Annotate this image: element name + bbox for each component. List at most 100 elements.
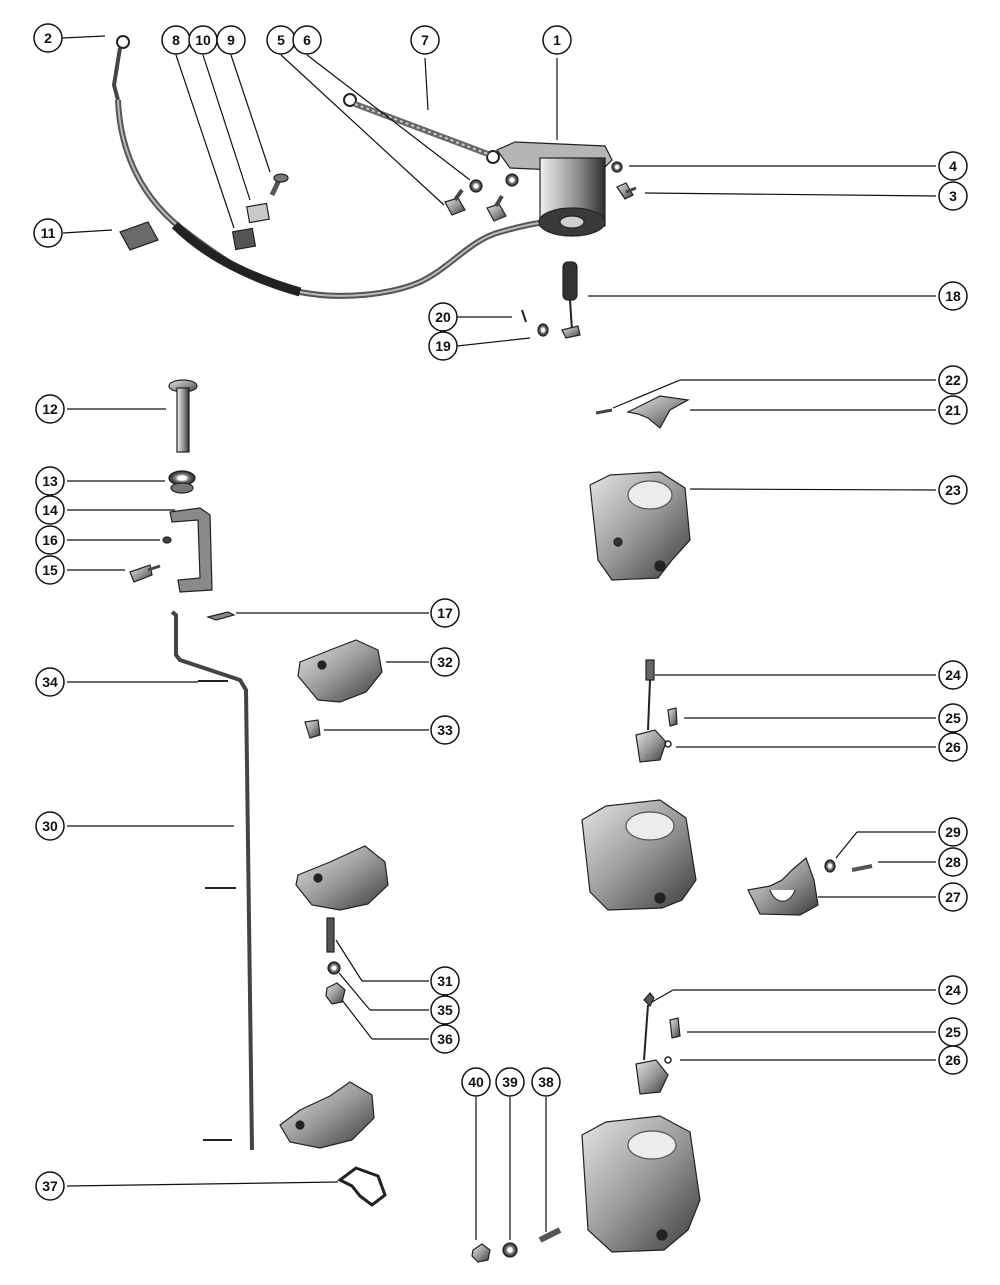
callout-4: 4 (938, 151, 968, 181)
callout-25-upper: 25 (938, 703, 968, 733)
svg-text:9: 9 (227, 32, 235, 48)
pin-12-part (168, 379, 198, 453)
leader-35 (338, 972, 371, 1011)
callout-7: 7 (410, 25, 440, 55)
callout-16: 16 (35, 525, 65, 555)
callout-37: 37 (35, 1171, 65, 1201)
lever-24-25-26-lower-part (635, 992, 681, 1095)
svg-text:25: 25 (945, 710, 961, 726)
svg-text:39: 39 (502, 1074, 518, 1090)
svg-text:11: 11 (41, 225, 56, 241)
callout-31: 31 (430, 966, 460, 996)
callout-23: 23 (938, 475, 968, 505)
callout-10: 10 (188, 25, 218, 55)
leader-22 (612, 379, 681, 409)
leader-23 (689, 488, 937, 491)
clip-37-part (337, 1166, 387, 1207)
callout-26-upper: 26 (938, 732, 968, 762)
callout-24-upper: 24 (938, 660, 968, 690)
svg-text:37: 37 (42, 1178, 58, 1194)
solenoid-part (496, 141, 613, 237)
leader-11 (62, 229, 113, 234)
svg-text:34: 34 (42, 674, 58, 690)
leader-9 (230, 54, 271, 173)
callout-6: 6 (292, 25, 322, 55)
svg-text:25: 25 (945, 1024, 961, 1040)
svg-text:10: 10 (195, 32, 211, 48)
svg-text:26: 26 (945, 739, 961, 755)
callout-11: 11 (33, 218, 63, 248)
callout-13: 13 (35, 466, 65, 496)
svg-text:15: 15 (42, 562, 58, 578)
svg-text:7: 7 (421, 32, 429, 48)
svg-text:24: 24 (945, 667, 961, 683)
callout-14: 14 (35, 495, 65, 525)
svg-text:8: 8 (172, 32, 180, 48)
callout-20: 20 (428, 302, 458, 332)
leader-2 (61, 35, 106, 39)
clip-screw-8-9-10-part (119, 173, 289, 251)
leader-24b (651, 989, 674, 1003)
callout-34: 34 (35, 667, 65, 697)
stud-washer-nut-38-39-40-part (471, 1227, 562, 1263)
callout-39: 39 (495, 1067, 525, 1097)
leader-31 (335, 939, 363, 982)
wire-harness-part (111, 35, 551, 299)
stud-nut-31-35-36-part (325, 917, 346, 1005)
callout-12: 12 (35, 394, 65, 424)
svg-text:5: 5 (277, 32, 285, 48)
svg-text:35: 35 (437, 1002, 453, 1018)
callout-24-lower: 24 (938, 975, 968, 1005)
svg-text:31: 31 (437, 973, 453, 989)
svg-text:27: 27 (945, 889, 961, 905)
svg-text:12: 12 (42, 401, 58, 417)
callout-3: 3 (938, 181, 968, 211)
grommet-13-part (168, 470, 196, 494)
leader-7 (424, 57, 429, 111)
callout-18: 18 (938, 281, 968, 311)
svg-text:18: 18 (945, 288, 961, 304)
screw-washer-3-4-part (611, 161, 637, 200)
svg-text:13: 13 (42, 473, 58, 489)
svg-text:40: 40 (468, 1074, 484, 1090)
callout-8: 8 (161, 25, 191, 55)
callout-38: 38 (531, 1067, 561, 1097)
svg-text:22: 22 (945, 372, 961, 388)
svg-text:33: 33 (437, 722, 453, 738)
cam-lower-part (279, 1081, 375, 1149)
callout-22: 22 (938, 365, 968, 395)
rod-30-part (170, 610, 254, 1151)
svg-text:1: 1 (553, 32, 561, 48)
callout-27: 27 (938, 882, 968, 912)
svg-text:14: 14 (42, 502, 58, 518)
nut-33-part (304, 719, 321, 739)
carburetor-23-part (589, 471, 691, 581)
callout-28: 28 (938, 847, 968, 877)
lever-21-22-part (595, 395, 690, 429)
svg-text:17: 17 (437, 605, 453, 621)
callout-25-lower: 25 (938, 1017, 968, 1047)
callout-29: 29 (938, 817, 968, 847)
callout-21: 21 (938, 395, 968, 425)
svg-text:2: 2 (44, 30, 52, 46)
svg-text:38: 38 (538, 1074, 554, 1090)
cam-middle-part (295, 845, 389, 911)
svg-text:36: 36 (437, 1031, 453, 1047)
leader-6 (306, 54, 471, 181)
callout-17: 17 (430, 598, 460, 628)
callout-5: 5 (266, 25, 296, 55)
leader-5 (280, 54, 445, 206)
svg-text:4: 4 (949, 158, 957, 174)
leader-19 (456, 337, 531, 347)
carburetor-middle-part (581, 799, 697, 911)
svg-text:16: 16 (42, 532, 58, 548)
svg-text:23: 23 (945, 482, 961, 498)
callout-9: 9 (216, 25, 246, 55)
lever-24-25-26-upper-part (635, 659, 678, 763)
svg-text:29: 29 (945, 824, 961, 840)
callout-32: 32 (430, 647, 460, 677)
leader-8 (175, 54, 235, 229)
callout-40: 40 (461, 1067, 491, 1097)
callout-33: 33 (430, 715, 460, 745)
